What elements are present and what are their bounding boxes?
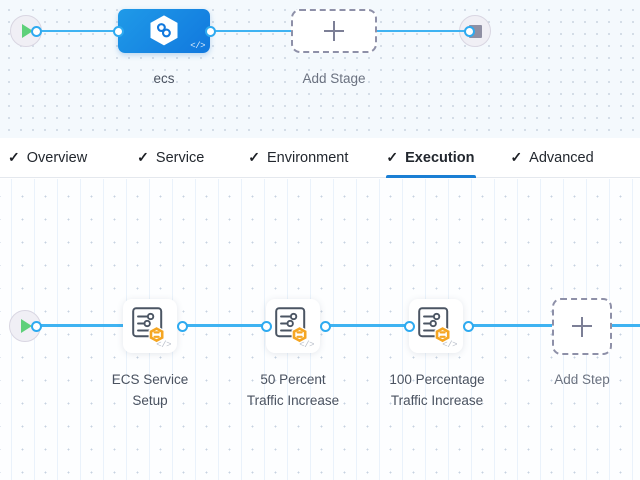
step-link-1-to-2 [182, 324, 266, 327]
step-link-2-to-3 [325, 324, 409, 327]
tab-label: Execution [405, 149, 475, 166]
step-link-3-to-add [468, 324, 552, 327]
plus-icon [572, 316, 592, 337]
add-stage-button[interactable] [291, 9, 377, 53]
tab-execution[interactable]: ✓ Execution [386, 138, 488, 178]
check-icon: ✓ [8, 148, 20, 165]
check-icon: ✓ [386, 148, 399, 165]
stage-node-label-ecs: ecs [153, 71, 175, 86]
step-node-100-percentage-traffic-increase[interactable]: </> [409, 299, 463, 353]
step-node-label: ECS Service Setup [111, 372, 189, 408]
check-icon: ✓ [248, 148, 260, 165]
step-settings-icon [418, 307, 454, 350]
step-settings-icon [275, 307, 311, 350]
tab-underline [386, 174, 477, 178]
stage-port-ecs-in[interactable] [112, 25, 124, 37]
step-code-icon[interactable]: </> [442, 340, 457, 350]
stage-port-end-in[interactable] [463, 25, 475, 37]
check-icon: ✓ [137, 148, 149, 165]
step-settings-icon [132, 307, 168, 350]
tab-label: Advanced [529, 149, 594, 166]
tab-label: Overview [26, 149, 88, 166]
stage-link-ecs-to-add [205, 29, 295, 33]
step-port-2-out[interactable] [319, 320, 331, 332]
step-code-icon[interactable]: </> [299, 340, 314, 350]
step-code-icon[interactable]: </> [156, 340, 171, 350]
step-port-3-in[interactable] [403, 320, 415, 332]
tab-label: Environment [267, 149, 349, 166]
tab-advanced[interactable]: ✓ Advanced [510, 138, 607, 178]
plus-icon [324, 21, 344, 41]
tab-label: Service [155, 149, 205, 166]
play-icon [21, 319, 32, 333]
play-icon [22, 24, 33, 38]
stage-link-start-to-ecs [36, 29, 122, 33]
stage-link-add-to-end [376, 29, 466, 33]
add-step-label: Add Step [554, 372, 610, 387]
step-node-label: 50 Percent Traffic Increase [246, 372, 340, 408]
step-link-start-to-1 [36, 324, 124, 327]
step-port-start-out[interactable] [31, 320, 42, 332]
tab-environment[interactable]: ✓ Environment [248, 138, 362, 178]
ecs-hexagon-icon [149, 14, 179, 46]
add-stage-label: Add Stage [302, 71, 366, 86]
step-node-ecs-service-setup[interactable]: </> [123, 299, 177, 353]
stage-code-icon[interactable]: </> [190, 41, 205, 51]
tab-service[interactable]: ✓ Service [137, 138, 218, 178]
step-link-add-to-next [612, 324, 640, 327]
add-step-button[interactable] [552, 298, 612, 355]
stage-node-ecs[interactable]: </> [118, 9, 210, 53]
stage-port-start-out[interactable] [31, 25, 42, 37]
step-port-2-in[interactable] [260, 320, 272, 332]
stage-config-tabs: ✓ Overview ✓ Service ✓ Environment ✓ Exe… [0, 138, 640, 178]
step-node-50-percent-traffic-increase[interactable]: </> [266, 299, 320, 353]
step-port-3-out[interactable] [462, 320, 474, 332]
step-node-label: 100 Percentage Traffic Increase [389, 372, 485, 408]
step-port-1-out[interactable] [176, 320, 188, 332]
check-icon: ✓ [510, 148, 523, 165]
execution-steps-canvas[interactable]: </> ECS Service Setup [0, 179, 640, 480]
stage-port-ecs-out[interactable] [204, 25, 216, 37]
stage-canvas[interactable]: </> ecs Add Stage [0, 0, 640, 138]
tab-overview[interactable]: ✓ Overview [8, 138, 101, 178]
